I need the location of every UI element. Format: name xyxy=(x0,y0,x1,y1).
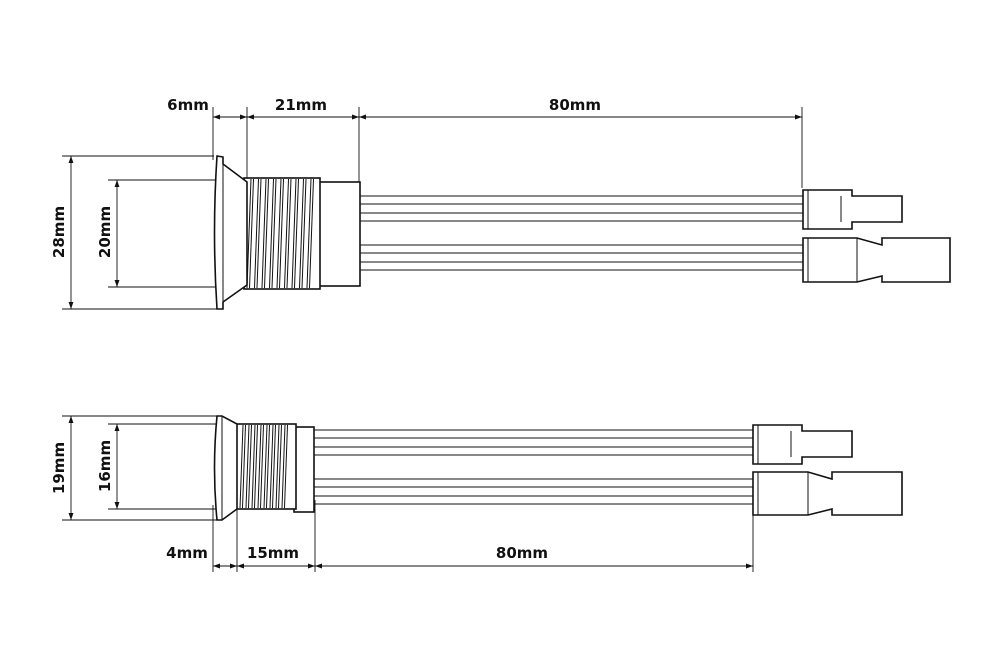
thread-line xyxy=(254,178,259,289)
thread-line xyxy=(263,424,268,509)
thread-line xyxy=(299,178,304,289)
top-wire-length-label: 80mm xyxy=(549,96,601,114)
thread-line xyxy=(278,424,282,509)
thread-line xyxy=(257,424,262,509)
thread-line xyxy=(276,178,282,289)
top-wire-bundle xyxy=(358,195,804,271)
thread-line xyxy=(281,424,286,509)
bottom-wire-bundle xyxy=(312,429,755,505)
top-extension-lines xyxy=(62,107,803,310)
thread-line xyxy=(275,424,280,509)
thread-line xyxy=(245,424,250,509)
bottom-bezel-width-label: 4mm xyxy=(166,544,208,562)
thread-line xyxy=(264,178,269,289)
thread-line xyxy=(260,424,264,509)
bottom-rear-sleeve xyxy=(293,426,315,513)
thread-line xyxy=(256,178,262,289)
thread-line xyxy=(294,178,299,289)
thread-line xyxy=(309,178,314,289)
bottom-extension-lines xyxy=(62,415,754,572)
top-connector: 6mm 21mm 80mm 28mm 20mm xyxy=(50,96,951,310)
top-small-plug xyxy=(802,189,903,230)
top-large-plug xyxy=(802,237,951,283)
thread-line xyxy=(251,424,256,509)
top-bezel-width-label: 6mm xyxy=(167,96,209,114)
thread-line xyxy=(242,424,246,509)
thread-line xyxy=(239,424,244,509)
bottom-connector: 4mm 15mm 80mm 19mm 16mm xyxy=(50,415,903,572)
bottom-thread-length-label: 15mm xyxy=(247,544,299,562)
bottom-thread-body xyxy=(235,423,297,510)
bottom-wire-length-label: 80mm xyxy=(496,544,548,562)
thread-line xyxy=(249,178,254,289)
thread-line xyxy=(261,178,267,289)
thread-line xyxy=(248,424,252,509)
top-bezel xyxy=(213,155,248,310)
bottom-bezel xyxy=(213,415,238,521)
bottom-small-plug xyxy=(752,424,853,465)
thread-line xyxy=(272,424,276,509)
bottom-outer-diameter-label: 19mm xyxy=(50,442,68,494)
top-outer-diameter-label: 28mm xyxy=(50,206,68,258)
thread-line xyxy=(279,178,284,289)
top-thread-body xyxy=(243,177,321,290)
thread-line xyxy=(284,424,288,509)
thread-line xyxy=(271,178,277,289)
thread-line xyxy=(291,178,297,289)
top-inner-diameter-label: 20mm xyxy=(96,206,114,258)
bottom-inner-diameter-label: 16mm xyxy=(96,440,114,492)
thread-line xyxy=(301,178,307,289)
top-thread-length-label: 21mm xyxy=(275,96,327,114)
thread-line xyxy=(306,178,312,289)
thread-line xyxy=(286,178,292,289)
bottom-large-plug xyxy=(752,471,903,516)
thread-line xyxy=(269,424,274,509)
thread-line xyxy=(254,424,258,509)
top-rear-sleeve xyxy=(317,181,361,287)
thread-line xyxy=(266,424,270,509)
thread-line xyxy=(284,178,289,289)
thread-line xyxy=(269,178,274,289)
